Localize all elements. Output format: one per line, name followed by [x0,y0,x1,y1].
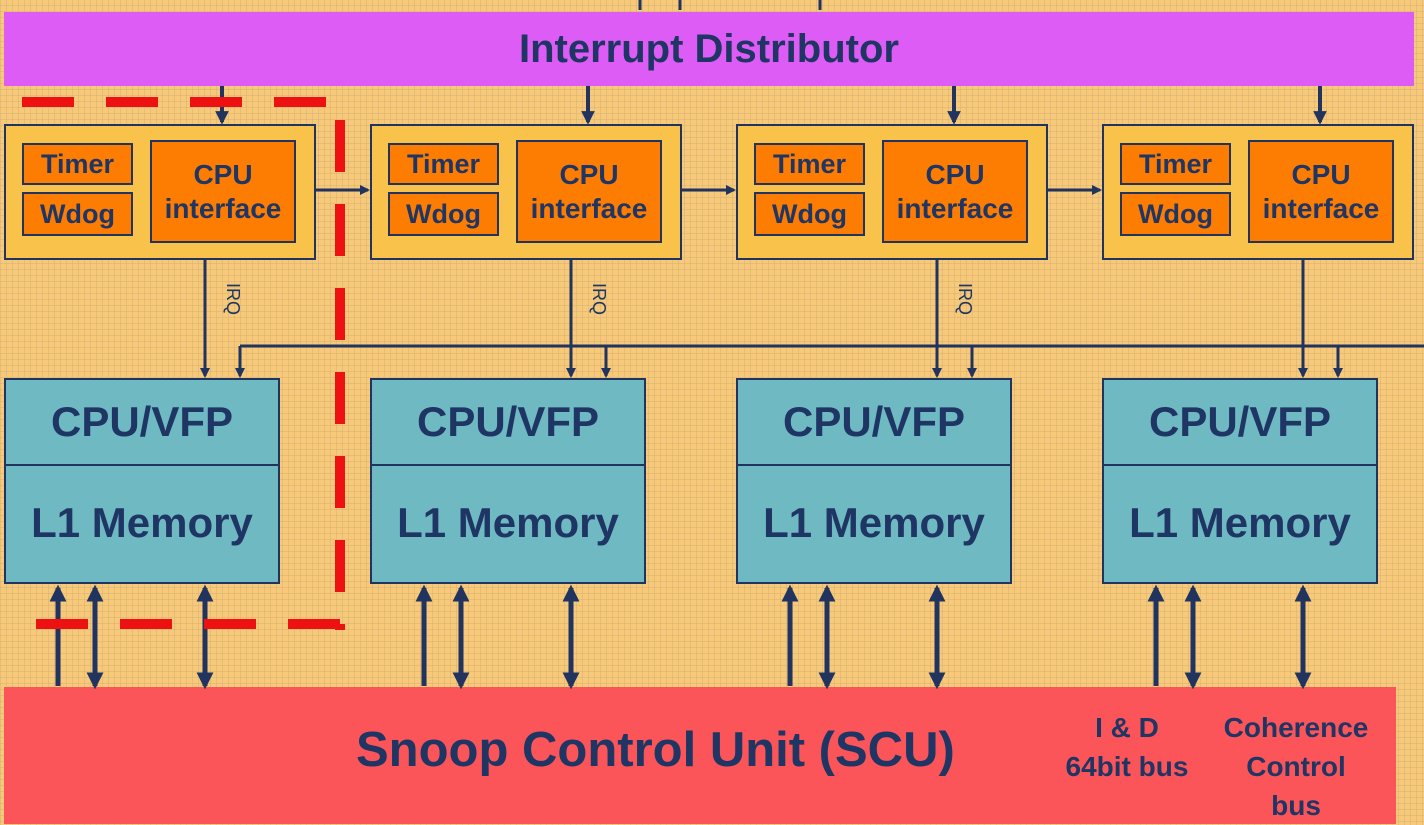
cpu-interface-box-0: CPU interface [150,140,296,243]
timer-box-1: Timer [388,143,499,185]
cpu-core-0: CPU/VFP L1 Memory [4,378,280,584]
coherence-bus-label-line1: Coherence [1223,712,1369,743]
timer-label: Timer [406,148,481,179]
cpu-vfp-label: CPU/VFP [372,380,644,466]
cpu-interface-label-line2: interface [530,192,648,224]
cpu-core-2: CPU/VFP L1 Memory [736,378,1012,584]
timer-box-0: Timer [22,143,133,185]
cpu-vfp-label: CPU/VFP [1104,380,1376,466]
cpu-interface-box-3: CPU interface [1248,140,1394,243]
l1-memory-label: L1 Memory [1129,499,1351,546]
cpu-interface-box-1: CPU interface [516,140,662,243]
id-bus-label-line1: I & D [1095,712,1159,743]
timer-label: Timer [40,148,115,179]
coherence-bus-label-line3: bus [1271,790,1321,821]
cpu-interface-label-line2: interface [896,192,1014,224]
l1-memory-label: L1 Memory [397,499,619,546]
cpu-interface-label-line1: CPU [925,158,985,190]
irq-label-0: IRQ [223,283,243,316]
wdog-box-2: Wdog [754,192,865,236]
wdog-box-0: Wdog [22,192,133,236]
wdog-box-3: Wdog [1120,192,1231,236]
wdog-label: Wdog [772,198,847,229]
id-bus-label: I & D 64bit bus [1052,708,1202,786]
cpu-interface-label-line1: CPU [1291,158,1351,190]
irq-label-2: IRQ [955,283,975,316]
interrupt-distributor: Interrupt Distributor [4,12,1414,86]
wdog-box-1: Wdog [388,192,499,236]
wdog-label: Wdog [1138,198,1213,229]
cpu-interface-label-line1: CPU [559,158,619,190]
irq-label-1: IRQ [589,283,609,316]
coherence-bus-label-line2: Control [1246,751,1346,782]
snoop-control-unit [4,687,1396,824]
coherence-bus-label: Coherence Control bus [1206,708,1386,825]
id-bus-label-line2: 64bit bus [1065,751,1189,782]
cpu-interface-label-line2: interface [164,192,282,224]
cpu-core-3: CPU/VFP L1 Memory [1102,378,1378,584]
cpu-vfp-label: CPU/VFP [738,380,1010,466]
cpu-interface-label-line1: CPU [193,158,253,190]
cpu-vfp-label: CPU/VFP [6,380,278,466]
timer-box-3: Timer [1120,143,1231,185]
wdog-label: Wdog [406,198,481,229]
timer-label: Timer [772,148,847,179]
l1-memory-label: L1 Memory [31,499,253,546]
scu-title: Snoop Control Unit (SCU) [356,723,955,777]
cpu-interface-label-line2: interface [1262,192,1380,224]
timer-label: Timer [1138,148,1213,179]
l1-memory-label: L1 Memory [763,499,985,546]
wdog-label: Wdog [40,198,115,229]
timer-box-2: Timer [754,143,865,185]
interrupt-distributor-label: Interrupt Distributor [519,26,899,71]
cpu-core-1: CPU/VFP L1 Memory [370,378,646,584]
cpu-interface-box-2: CPU interface [882,140,1028,243]
